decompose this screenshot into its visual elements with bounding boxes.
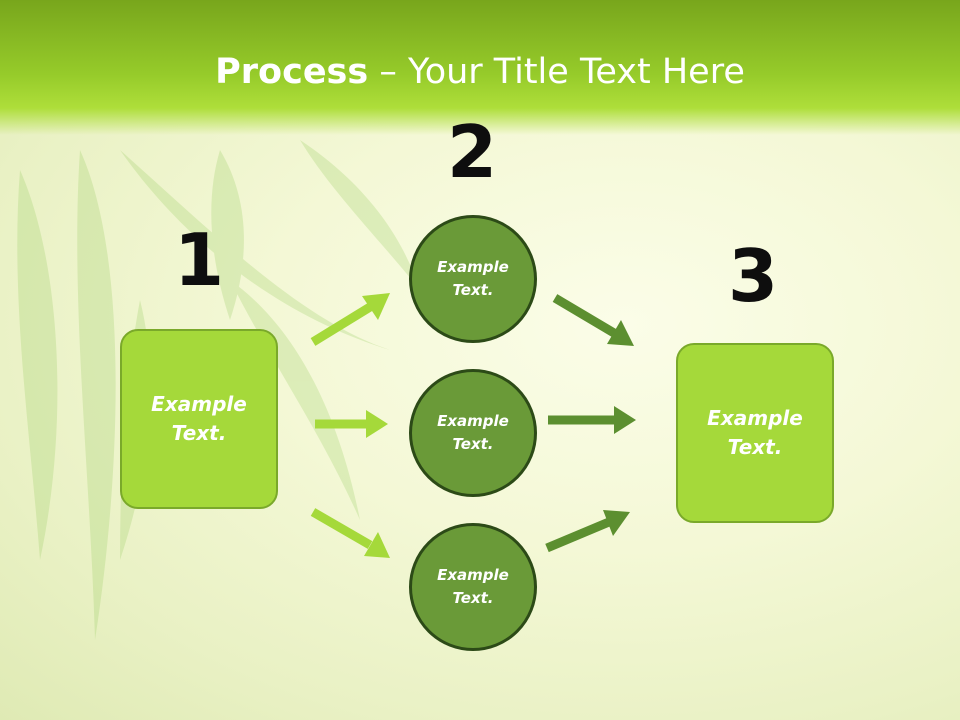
step-1-box: Example Text. — [120, 329, 278, 509]
step-2-circle-bottom: Example Text. — [409, 523, 537, 651]
arrow-1-to-bottom — [310, 508, 390, 558]
step-number-3: 3 — [727, 234, 779, 318]
title-rest: – Your Title Text Here — [368, 52, 745, 92]
step-2-text-bottom: Example Text. — [437, 566, 509, 607]
page-title: Process – Your Title Text Here — [0, 52, 960, 92]
step-3-text: Example Text. — [707, 406, 803, 459]
title-banner — [0, 0, 960, 135]
step-1-text: Example Text. — [151, 392, 247, 445]
step-2-circle-top: Example Text. — [409, 215, 537, 343]
step-2-text-top: Example Text. — [437, 258, 509, 299]
arrow-bottom-to-3 — [545, 510, 630, 553]
title-bold: Process — [215, 52, 369, 92]
arrow-1-to-top — [310, 293, 390, 346]
step-2-text-middle: Example Text. — [437, 412, 509, 453]
arrow-1-to-middle — [315, 410, 388, 438]
step-2-circle-middle: Example Text. — [409, 369, 537, 497]
arrow-top-to-3 — [552, 294, 634, 346]
step-number-1: 1 — [173, 218, 225, 302]
step-number-2: 2 — [446, 110, 498, 194]
arrow-middle-to-3 — [548, 406, 636, 434]
step-3-box: Example Text. — [676, 343, 834, 523]
